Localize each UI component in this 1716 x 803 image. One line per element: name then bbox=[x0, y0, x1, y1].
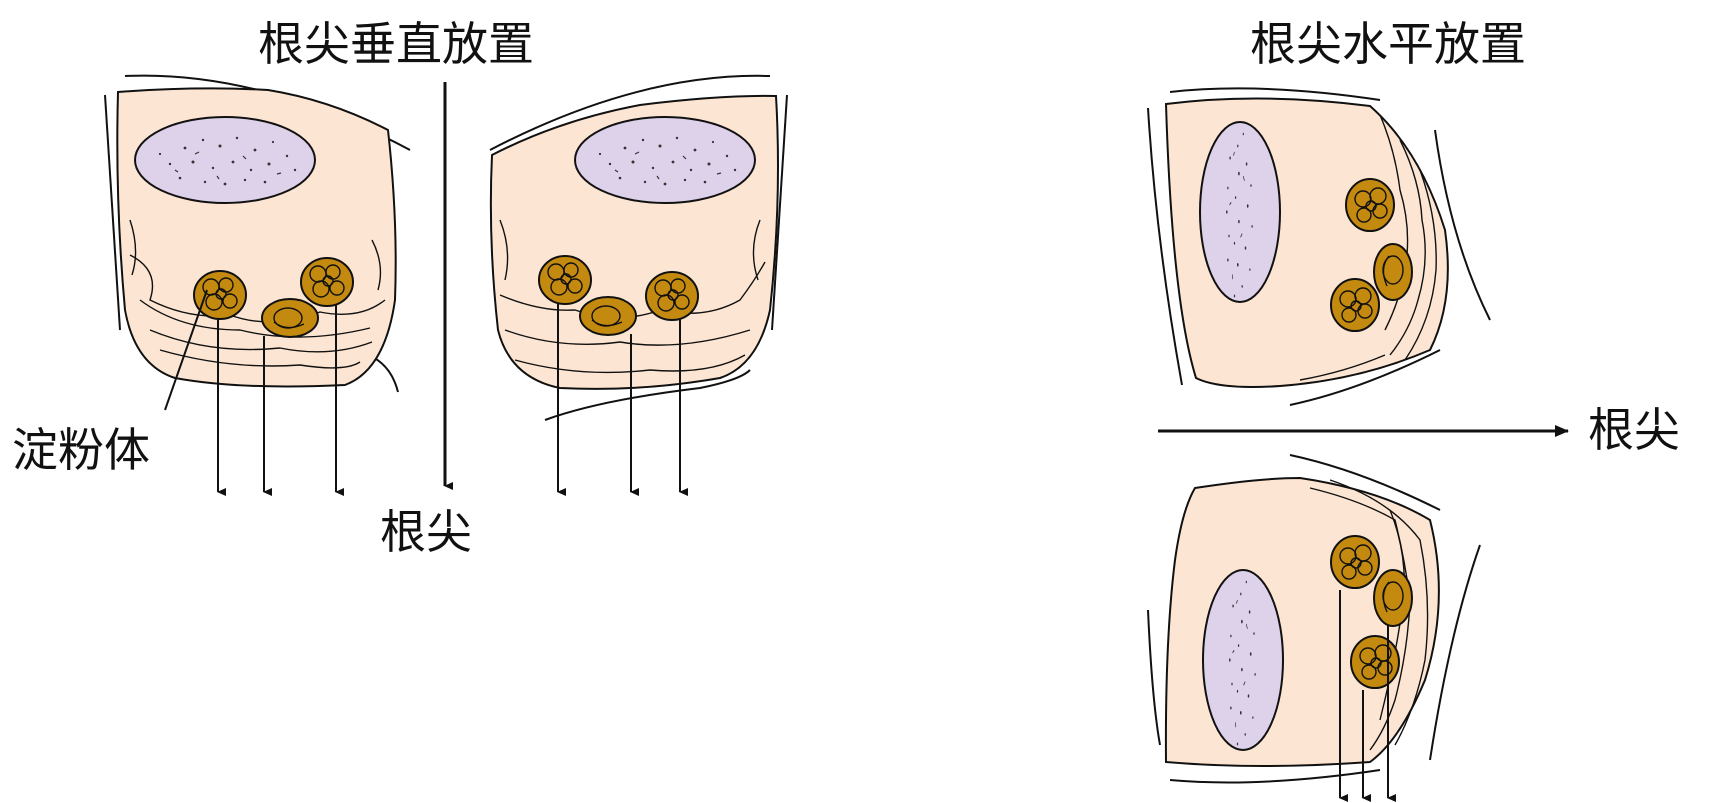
amyloplast bbox=[580, 297, 636, 335]
amyloplast bbox=[262, 299, 318, 337]
nucleus bbox=[1200, 122, 1280, 302]
amyloplast bbox=[1374, 244, 1412, 300]
title-vertical-placement: 根尖垂直放置 bbox=[258, 17, 534, 71]
root-tip-label-horizontal: 根尖 bbox=[1588, 403, 1680, 457]
root-tip-label-vertical: 根尖 bbox=[380, 505, 472, 559]
amyloplast bbox=[1346, 179, 1394, 231]
cell-vertical-right bbox=[490, 76, 787, 492]
nucleus bbox=[575, 117, 755, 203]
amyloplast bbox=[539, 256, 591, 304]
amyloplast bbox=[1351, 636, 1399, 688]
nucleus bbox=[135, 117, 315, 203]
amyloplast bbox=[646, 272, 698, 320]
amyloplast bbox=[1374, 570, 1412, 626]
title-horizontal-placement: 根尖水平放置 bbox=[1250, 17, 1526, 71]
amyloplast bbox=[194, 271, 246, 319]
cell-horizontal-upper bbox=[1148, 88, 1490, 405]
amyloplast bbox=[301, 258, 353, 306]
cell-horizontal-lower bbox=[1148, 455, 1480, 798]
amyloplast-label: 淀粉体 bbox=[12, 423, 150, 477]
cell-vertical-left bbox=[105, 76, 410, 492]
amyloplast bbox=[1331, 536, 1379, 588]
amyloplast bbox=[1331, 279, 1379, 331]
nucleus bbox=[1203, 570, 1283, 750]
